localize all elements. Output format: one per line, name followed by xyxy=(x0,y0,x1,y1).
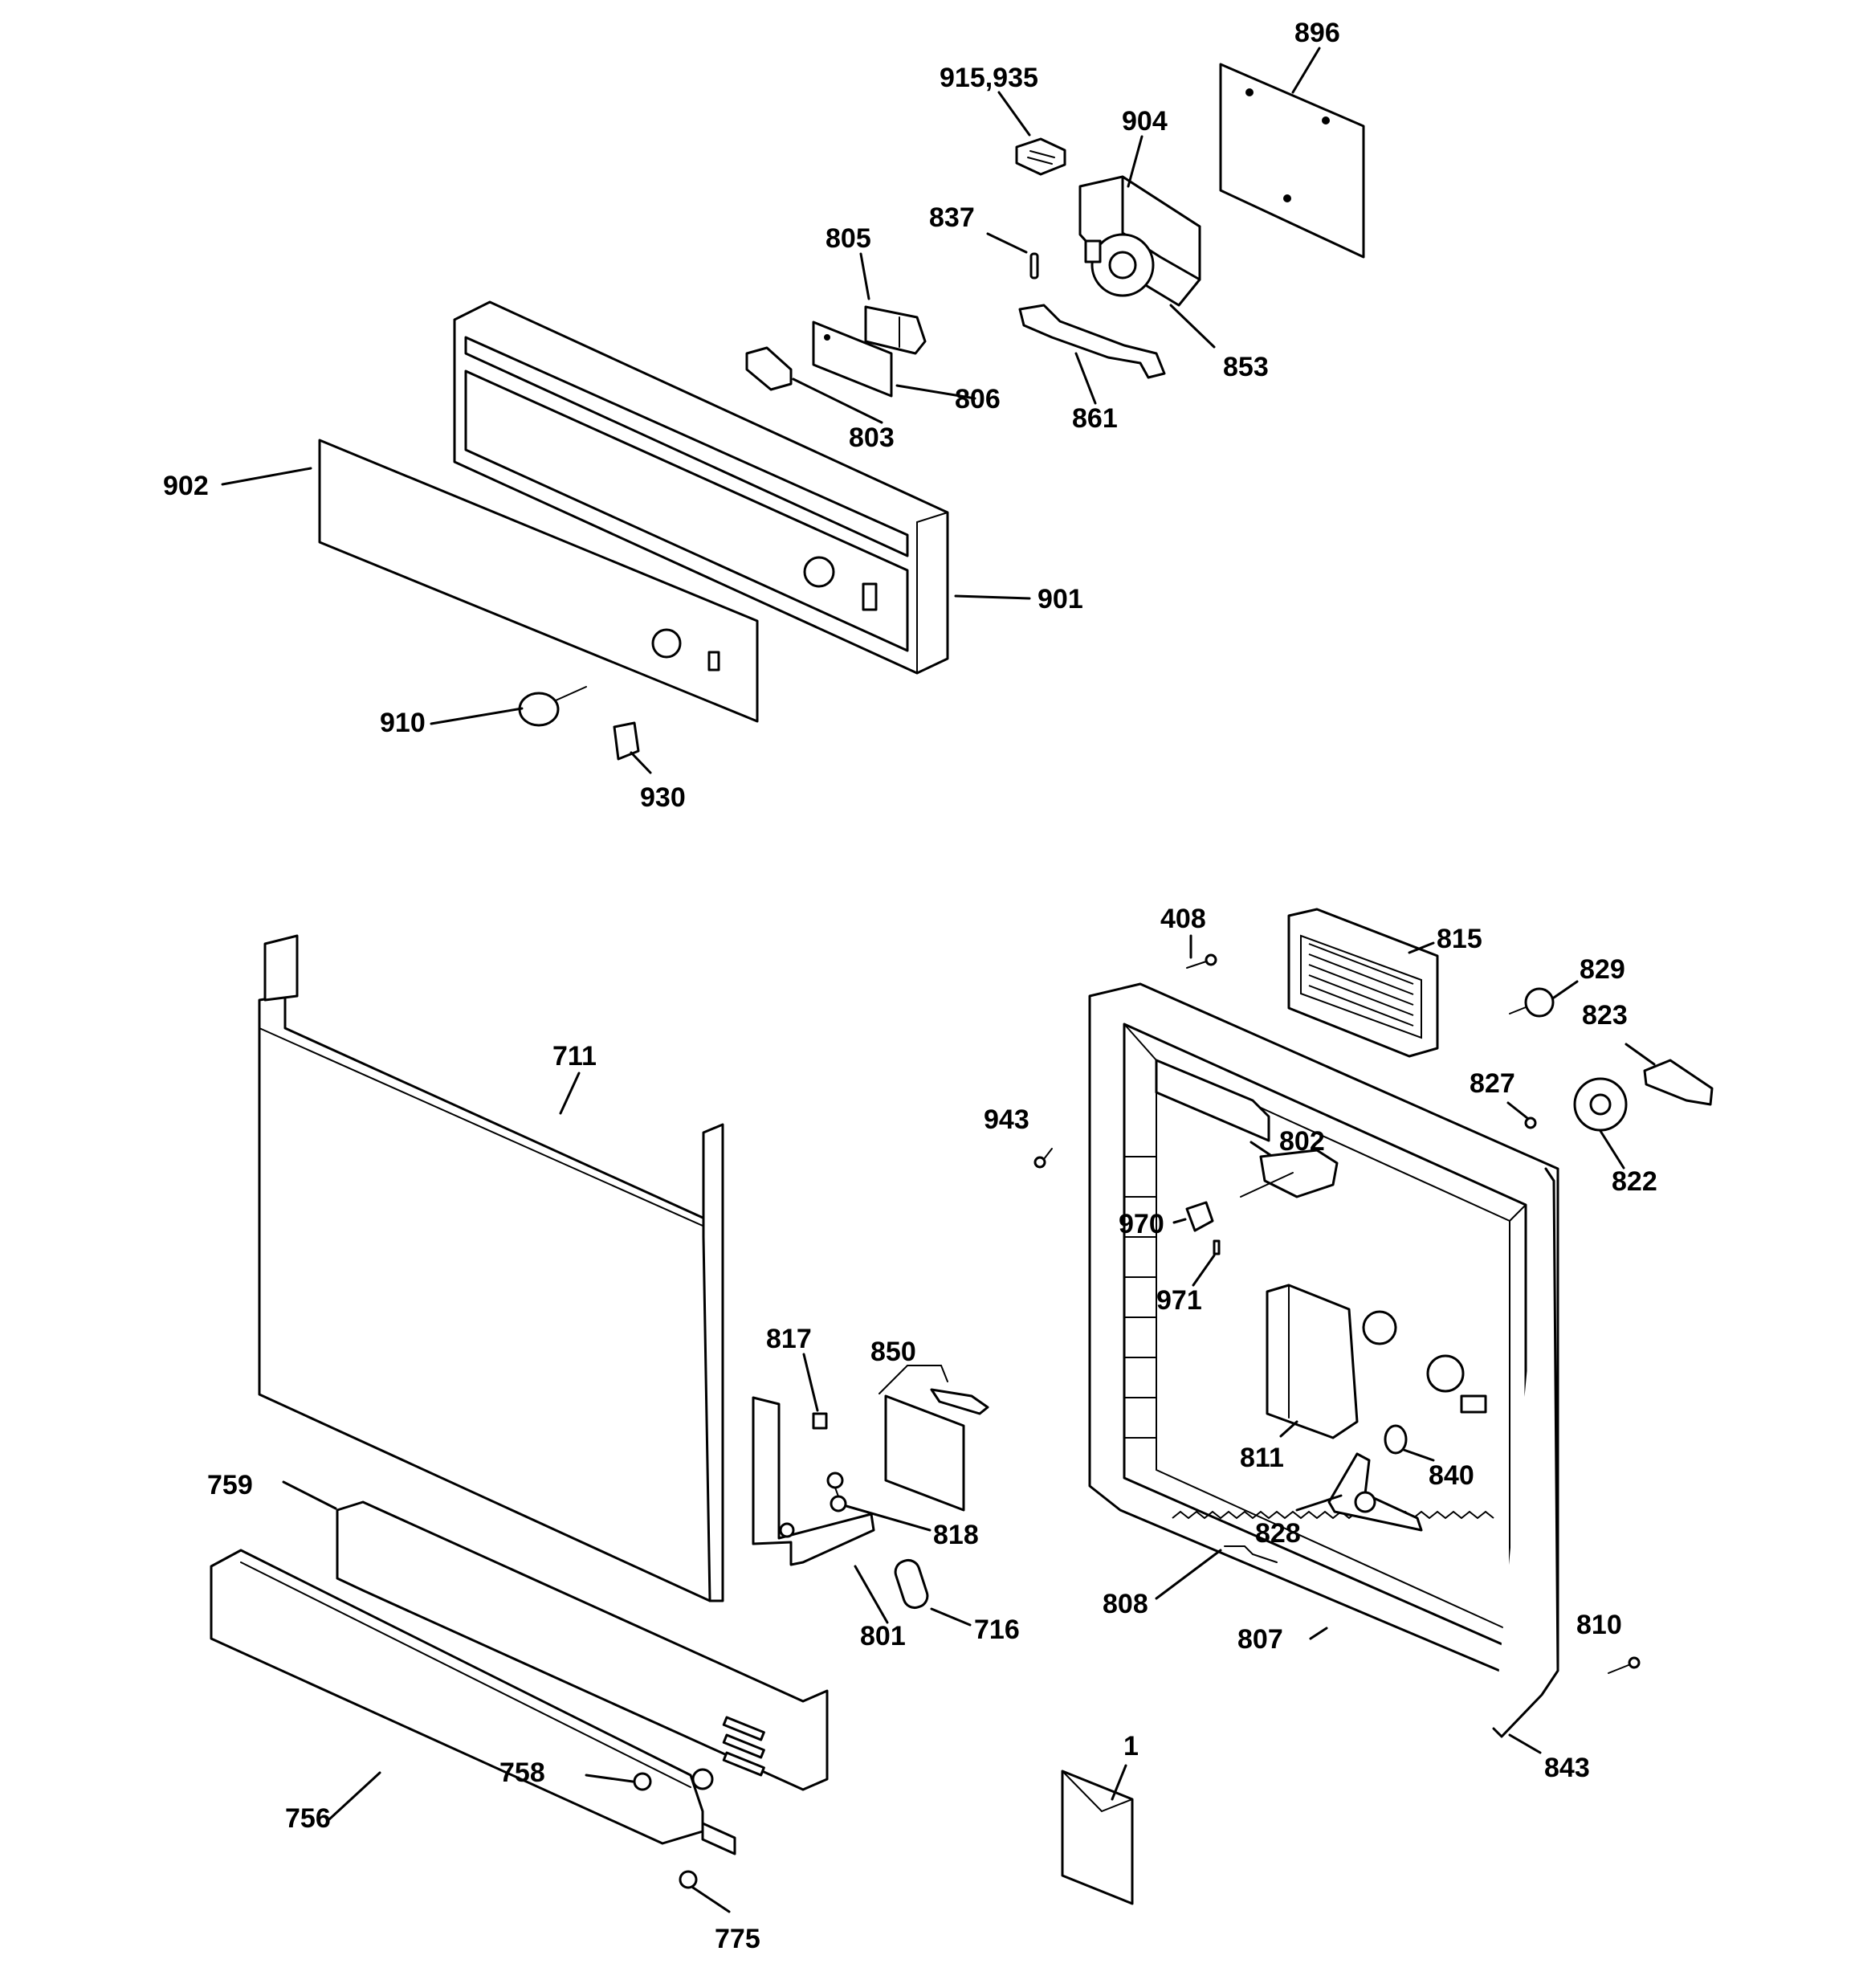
part-829-actuator[interactable] xyxy=(1509,987,1555,1018)
part-896-cover-plate[interactable] xyxy=(1219,63,1365,259)
part-904-timer[interactable] xyxy=(1078,175,1201,307)
callout-408[interactable]: 408 xyxy=(1160,904,1206,934)
callout-716[interactable]: 716 xyxy=(974,1614,1020,1645)
callout-828[interactable]: 828 xyxy=(1255,1518,1301,1549)
callout-818[interactable]: 818 xyxy=(933,1520,979,1550)
part-810-screw[interactable] xyxy=(1608,1656,1641,1674)
part-828-arm[interactable] xyxy=(1327,1452,1423,1532)
callout-815[interactable]: 815 xyxy=(1437,924,1482,954)
callout-840[interactable]: 840 xyxy=(1429,1460,1474,1491)
part-716-tube[interactable] xyxy=(892,1557,930,1610)
callout-811[interactable]: 811 xyxy=(1240,1443,1284,1473)
callout-1[interactable]: 1 xyxy=(1123,1731,1139,1761)
part-930-rocker[interactable] xyxy=(613,721,640,761)
callout-822[interactable]: 822 xyxy=(1612,1166,1657,1197)
callout-902[interactable]: 902 xyxy=(163,471,209,501)
part-902-overlay[interactable] xyxy=(318,439,759,723)
callout-930[interactable]: 930 xyxy=(640,782,686,813)
part-818-link[interactable] xyxy=(826,1472,847,1512)
part-815-vent[interactable] xyxy=(1287,908,1439,1058)
callout-904[interactable]: 904 xyxy=(1122,106,1168,137)
part-758-screw[interactable] xyxy=(633,1772,652,1791)
part-843-gasket[interactable] xyxy=(1492,1167,1559,1738)
callout-896[interactable]: 896 xyxy=(1294,18,1340,48)
callout-711[interactable]: 711 xyxy=(552,1041,597,1072)
callout-861[interactable]: 861 xyxy=(1072,403,1118,434)
part-971-pin[interactable] xyxy=(1213,1239,1221,1255)
part-840-spring[interactable] xyxy=(1384,1424,1408,1455)
callout-806[interactable]: 806 xyxy=(955,384,1001,414)
callout-759[interactable]: 759 xyxy=(207,1470,253,1500)
callout-805[interactable]: 805 xyxy=(826,223,871,254)
callout-837[interactable]: 837 xyxy=(929,202,975,233)
part-1-envelope[interactable] xyxy=(1061,1770,1134,1905)
callout-823[interactable]: 823 xyxy=(1582,1000,1628,1031)
callout-775[interactable]: 775 xyxy=(715,1924,760,1954)
part-970-block[interactable] xyxy=(1185,1201,1214,1232)
part-817-clip[interactable] xyxy=(812,1412,828,1430)
part-803-switch[interactable] xyxy=(745,346,793,391)
callout-827[interactable]: 827 xyxy=(1470,1068,1515,1099)
callout-915-935[interactable]: 915,935 xyxy=(940,63,1038,93)
part-775-screw[interactable] xyxy=(679,1870,698,1889)
callout-853[interactable]: 853 xyxy=(1223,352,1269,382)
part-811-dispenser[interactable] xyxy=(1266,1284,1487,1439)
part-915-935-connector[interactable] xyxy=(1015,137,1066,176)
part-901-console[interactable] xyxy=(453,300,949,675)
callout-971[interactable]: 971 xyxy=(1156,1285,1202,1316)
part-837-spring[interactable] xyxy=(1029,252,1039,280)
part-806-board[interactable] xyxy=(812,320,893,398)
part-910-knob[interactable] xyxy=(518,686,587,727)
part-822-wheel[interactable] xyxy=(1573,1077,1628,1132)
callout-803[interactable]: 803 xyxy=(849,423,895,453)
callout-756[interactable]: 756 xyxy=(285,1803,331,1834)
callout-910[interactable]: 910 xyxy=(380,708,426,738)
part-823-lever[interactable] xyxy=(1643,1059,1714,1106)
callout-807[interactable]: 807 xyxy=(1237,1624,1283,1655)
callout-802[interactable]: 802 xyxy=(1279,1126,1325,1157)
part-408-screw[interactable] xyxy=(1186,953,1217,969)
callout-808[interactable]: 808 xyxy=(1103,1589,1148,1619)
callout-850[interactable]: 850 xyxy=(870,1337,916,1367)
part-827-screw[interactable] xyxy=(1524,1116,1537,1129)
callout-901[interactable]: 901 xyxy=(1037,584,1083,614)
leader-lines xyxy=(221,47,1656,1913)
part-711-outer-door[interactable] xyxy=(258,934,724,1602)
callout-810[interactable]: 810 xyxy=(1576,1610,1622,1640)
callout-817[interactable]: 817 xyxy=(766,1324,812,1354)
part-943-screw[interactable] xyxy=(1033,1148,1053,1169)
part-805-bracket[interactable] xyxy=(864,305,927,355)
part-850-kit[interactable] xyxy=(879,1365,989,1512)
callout-829[interactable]: 829 xyxy=(1580,954,1625,985)
callout-801[interactable]: 801 xyxy=(860,1621,906,1651)
part-808-wire[interactable] xyxy=(1224,1545,1278,1563)
part-801-hinge[interactable] xyxy=(752,1396,875,1566)
callout-943[interactable]: 943 xyxy=(984,1104,1029,1135)
callout-843[interactable]: 843 xyxy=(1544,1753,1590,1783)
callout-labels: 896 915,935 904 837 805 853 806 861 803 … xyxy=(163,18,1657,1954)
callout-758[interactable]: 758 xyxy=(499,1757,545,1788)
part-802-latch[interactable] xyxy=(1240,1149,1339,1198)
part-861-harness[interactable] xyxy=(1018,304,1166,379)
part-756-kick-plate[interactable] xyxy=(210,1549,736,1855)
callout-970[interactable]: 970 xyxy=(1119,1209,1164,1239)
